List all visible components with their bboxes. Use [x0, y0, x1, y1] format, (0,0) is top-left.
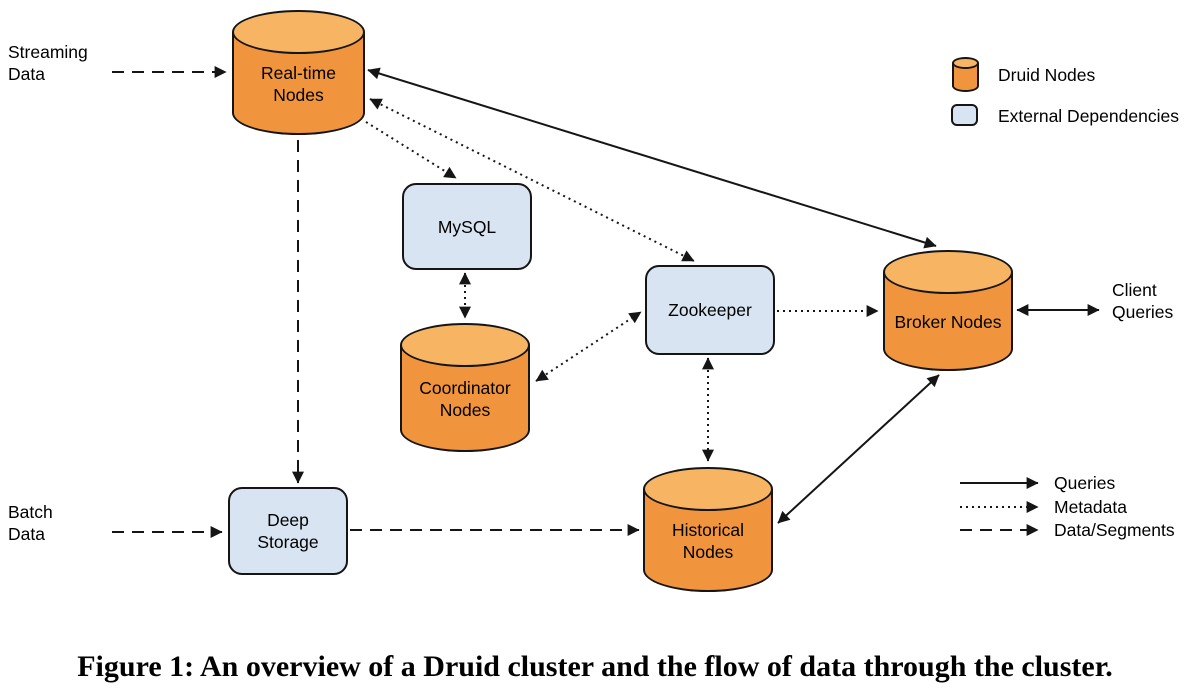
- connector-layer: [112, 66, 1100, 538]
- legend-druid-nodes-label: Druid Nodes: [998, 65, 1096, 85]
- legend-data-segments-label: Data/Segments: [1054, 520, 1175, 540]
- node-coordinator-label: Coordinator Nodes: [419, 377, 511, 420]
- client-queries-label: Client Queries: [1112, 280, 1174, 322]
- node-broker-nodes: Broker Nodes: [883, 250, 1013, 371]
- node-realtime-nodes: Real-time Nodes: [232, 10, 365, 135]
- node-broker-label: Broker Nodes: [894, 311, 1002, 332]
- node-deep-storage: Deep Storage: [228, 487, 348, 575]
- legend-metadata-label: Metadata: [1054, 497, 1127, 517]
- data-segments-arrow-icon: [960, 524, 1039, 536]
- edge-coordinator-zookeeper-metadata: [535, 311, 642, 382]
- streaming-data-label: Streaming Data: [8, 42, 88, 84]
- node-zookeeper: Zookeeper: [645, 265, 775, 355]
- legend-druid-node-swatch: [952, 57, 979, 92]
- figure-caption: Figure 1: An overview of a Druid cluster…: [77, 650, 1113, 683]
- legend-external-dependencies-label: External Dependencies: [998, 106, 1179, 126]
- legend-external-dependency-swatch: [951, 104, 978, 126]
- node-historical-nodes: Historical Nodes: [643, 467, 773, 592]
- legend-row-data-segments: Data/Segments: [958, 521, 1175, 539]
- edge-broker-historical-queries: [777, 374, 940, 524]
- queries-arrow-icon: [960, 477, 1039, 489]
- node-mysql: MySQL: [402, 183, 532, 270]
- legend-row-metadata: Metadata: [958, 498, 1127, 516]
- legend-row-queries: Queries: [958, 474, 1115, 492]
- cylinder-top: [883, 250, 1013, 294]
- node-coordinator-nodes: Coordinator Nodes: [400, 323, 530, 452]
- edge-realtime-zookeeper-metadata: [369, 98, 695, 262]
- cylinder-top: [232, 10, 365, 54]
- edge-realtime-to-mysql-metadata: [365, 121, 457, 179]
- metadata-arrow-icon: [960, 501, 1039, 513]
- cylinder-top: [643, 467, 773, 511]
- node-realtime-label: Real-time Nodes: [261, 62, 336, 105]
- legend-queries-label: Queries: [1054, 473, 1116, 493]
- cylinder-top: [400, 323, 530, 367]
- batch-data-label: Batch Data: [8, 502, 53, 544]
- cylinder-top: [952, 57, 979, 69]
- node-historical-label: Historical Nodes: [672, 519, 744, 562]
